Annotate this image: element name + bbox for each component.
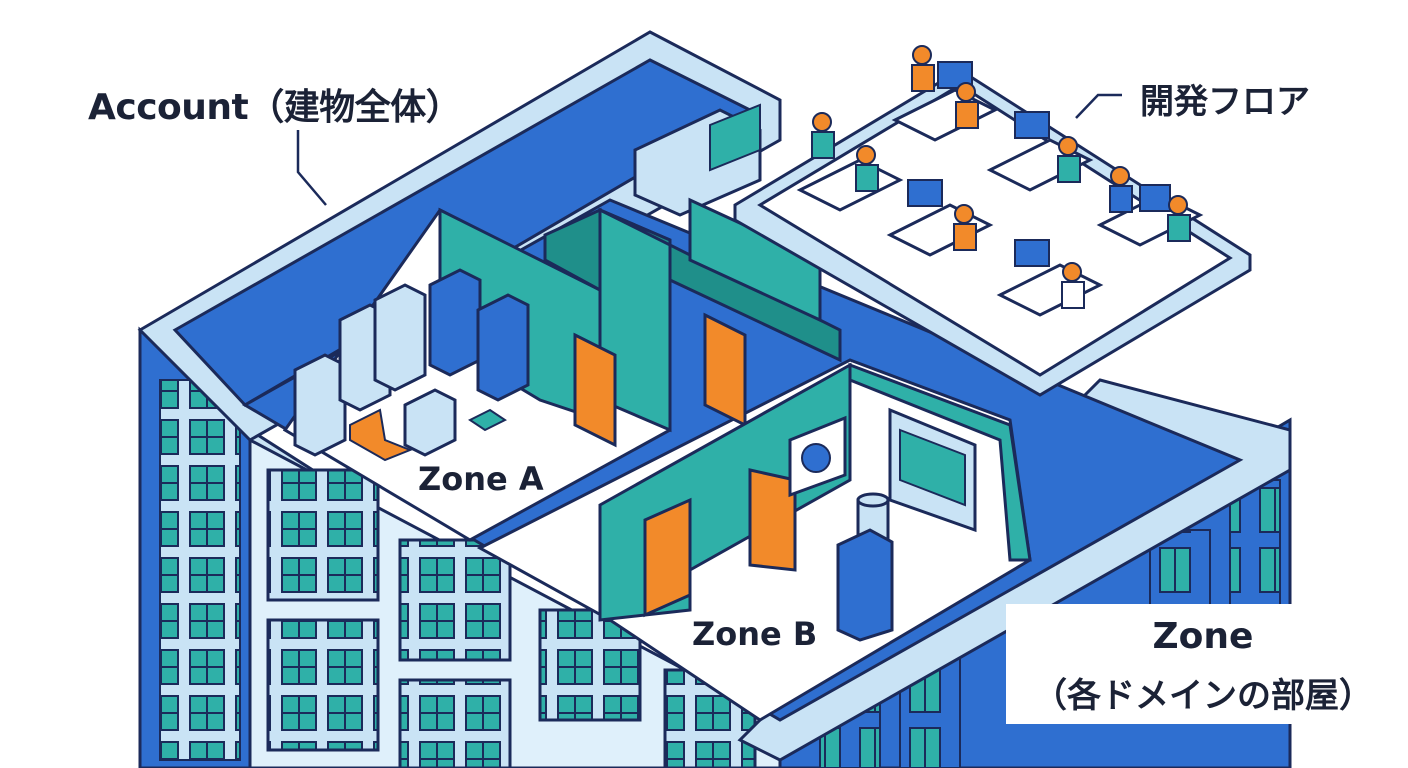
zone-a-room — [293, 207, 842, 462]
dev-floor-platform — [733, 45, 1252, 397]
monitor-icons — [907, 61, 1171, 267]
zone-caption-title: Zone — [1152, 616, 1254, 657]
leader-lines — [296, 93, 1122, 206]
globe-window-icon — [788, 415, 847, 498]
zone-a-label: Zone A — [418, 460, 544, 498]
zone-caption-subtitle: （各ドメインの部屋） — [1033, 676, 1373, 716]
server-rack-icon — [836, 528, 894, 642]
hvac-unit — [633, 103, 762, 217]
server-rack-icon — [293, 268, 530, 457]
building-left-facade — [138, 326, 1102, 768]
zone-b-room — [598, 362, 1032, 642]
door-icon — [643, 468, 797, 618]
door-icon — [573, 312, 747, 448]
zone-b-label: Zone B — [692, 615, 818, 653]
developer-icon — [811, 45, 1191, 309]
account-label: Account（建物全体） — [88, 87, 462, 128]
dev-floor-label: 開発フロア — [1140, 82, 1310, 122]
zone-caption-box: Zone （各ドメインの部屋） — [1006, 604, 1400, 724]
